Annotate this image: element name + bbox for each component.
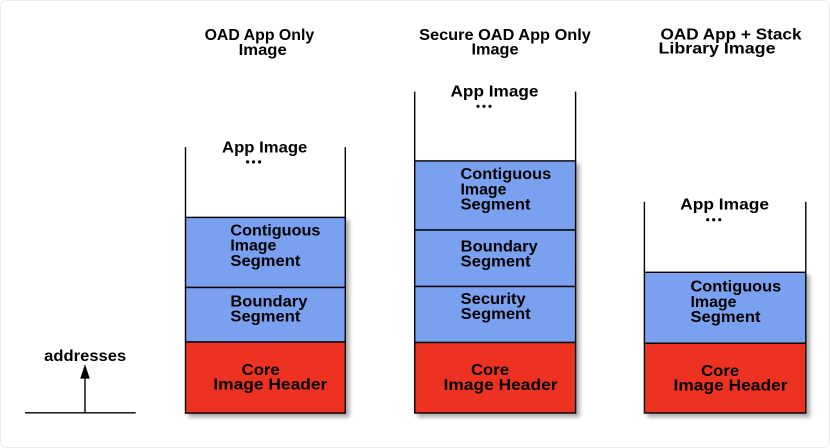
svg-text:Image Header: Image Header xyxy=(444,377,558,394)
svg-text:OAD App + Stack: OAD App + Stack xyxy=(661,26,802,43)
svg-text:Image: Image xyxy=(239,42,287,59)
svg-text:Secure OAD App Only: Secure OAD App Only xyxy=(419,27,591,44)
svg-text:Segment: Segment xyxy=(461,197,532,214)
svg-text:Contiguous: Contiguous xyxy=(691,279,782,296)
svg-text:Image: Image xyxy=(461,181,507,198)
svg-text:OAD App Only: OAD App Only xyxy=(205,27,315,44)
svg-text:Image: Image xyxy=(230,238,276,255)
svg-text:Boundary: Boundary xyxy=(461,238,538,255)
svg-text:App Image: App Image xyxy=(680,196,769,213)
svg-text:Segment: Segment xyxy=(230,309,301,326)
svg-text:Contiguous: Contiguous xyxy=(230,223,320,240)
svg-text:Image Header: Image Header xyxy=(674,378,788,395)
svg-text:Library Image: Library Image xyxy=(659,40,776,57)
svg-text:Image: Image xyxy=(691,294,737,311)
svg-text:App Image: App Image xyxy=(222,140,307,157)
svg-text:Segment: Segment xyxy=(691,309,762,326)
svg-text:Core: Core xyxy=(701,363,739,380)
svg-text:Image Header: Image Header xyxy=(213,377,327,394)
svg-text:Boundary: Boundary xyxy=(230,293,307,310)
svg-text:Image: Image xyxy=(472,42,519,59)
svg-text:Segment: Segment xyxy=(461,306,532,323)
svg-text:addresses: addresses xyxy=(44,348,126,365)
svg-text:Segment: Segment xyxy=(230,253,301,270)
svg-text:App Image: App Image xyxy=(451,84,539,101)
svg-text:Contiguous: Contiguous xyxy=(461,166,552,183)
svg-text:Core: Core xyxy=(242,362,280,379)
svg-text:Segment: Segment xyxy=(461,254,532,271)
svg-text:Core: Core xyxy=(471,362,509,379)
svg-text:Security: Security xyxy=(461,291,526,308)
